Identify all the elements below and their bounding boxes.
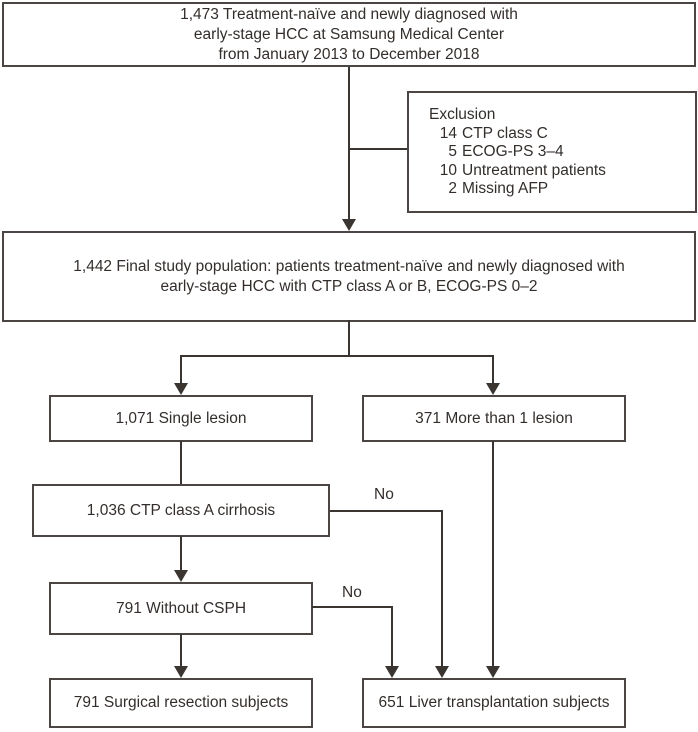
exclusion-count: 2	[448, 180, 457, 197]
connector-no-csph-horizontal	[312, 606, 393, 608]
node-initial-population: 1,473 Treatment-naïve and newly diagnose…	[2, 2, 696, 67]
connector-branch-horizontal	[180, 355, 494, 357]
node-ctp-a-cirrhosis: 1,036 CTP class A cirrhosis	[32, 484, 330, 537]
connector-multiple-to-transplant	[492, 441, 494, 667]
connector-to-exclusion	[349, 148, 407, 150]
node-multiple-lesion: 371 More than 1 lesion	[362, 395, 626, 442]
node-text-line: 1,442 Final study population: patients t…	[73, 257, 625, 275]
connector-to-multiple-lesion	[492, 355, 494, 384]
node-text-line: 1,473 Treatment-naïve and newly diagnose…	[180, 5, 518, 23]
edge-label-no-cirrhosis: No	[374, 486, 394, 503]
exclusion-item: 2 Missing AFP	[429, 180, 548, 199]
connector-no-cirrhosis-horizontal	[330, 510, 443, 512]
exclusion-label: CTP class C	[462, 124, 548, 142]
exclusion-item: 5 ECOG-PS 3–4	[429, 143, 564, 162]
arrowhead-no-cirrhosis-into-transplant	[435, 666, 449, 678]
node-text-line: early-stage HCC at Samsung Medical Cente…	[193, 25, 505, 43]
connector-final-stub	[348, 320, 350, 357]
node-text-line: 791 Surgical resection subjects	[73, 694, 289, 711]
exclusion-label: Untreatment patients	[462, 161, 606, 179]
arrowhead-multiple-into-transplant	[486, 666, 500, 678]
node-text-line: from January 2013 to December 2018	[218, 45, 480, 63]
connector-initial-to-final	[348, 67, 350, 220]
connector-cirrhosis-to-csph	[180, 536, 182, 571]
exclusion-count: 10	[439, 161, 457, 179]
connector-csph-to-surgical	[180, 634, 182, 667]
edge-label-no-csph: No	[342, 584, 362, 601]
node-surgical-resection: 791 Surgical resection subjects	[49, 678, 313, 728]
arrowhead-into-surgical	[174, 666, 188, 678]
arrowhead-no-csph-into-transplant	[385, 666, 399, 678]
exclusion-count: 5	[448, 143, 457, 160]
exclusion-count: 14	[439, 124, 457, 142]
exclusion-label: Missing AFP	[462, 180, 549, 197]
arrowhead-into-final	[342, 219, 356, 231]
node-liver-transplant: 651 Liver transplantation subjects	[362, 678, 626, 728]
node-text-line: early-stage HCC with CTP class A or B, E…	[160, 277, 538, 295]
exclusion-label: ECOG-PS 3–4	[462, 143, 564, 160]
exclusion-item: 14 CTP class C	[429, 125, 548, 144]
node-final-population: 1,442 Final study population: patients t…	[2, 231, 696, 322]
node-text-line: 371 More than 1 lesion	[415, 409, 573, 427]
connector-no-cirrhosis-vertical	[441, 510, 443, 667]
connector-to-single-lesion	[180, 355, 182, 384]
node-text-line: 791 Without CSPH	[115, 599, 247, 617]
arrowhead-into-multiple-lesion	[486, 383, 500, 395]
exclusion-title: Exclusion	[429, 106, 496, 123]
connector-no-csph-vertical	[391, 606, 393, 667]
node-text-line: 651 Liver transplantation subjects	[378, 694, 610, 711]
arrowhead-into-csph	[174, 570, 188, 582]
node-exclusion: Exclusion 14 CTP class C 5 ECOG-PS 3–4 1…	[407, 91, 697, 213]
arrowhead-into-single-lesion	[174, 383, 188, 395]
node-single-lesion: 1,071 Single lesion	[49, 395, 313, 442]
node-without-csph: 791 Without CSPH	[49, 582, 313, 635]
node-text-line: 1,071 Single lesion	[115, 409, 247, 427]
connector-single-to-cirrhosis	[180, 441, 182, 484]
node-text-line: 1,036 CTP class A cirrhosis	[86, 501, 276, 519]
exclusion-item: 10 Untreatment patients	[429, 162, 606, 181]
